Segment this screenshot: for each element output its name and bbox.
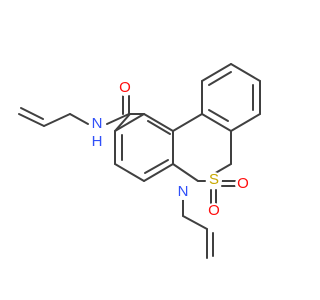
- bond-b5: [230, 113, 261, 132]
- bond-b2: [201, 63, 232, 82]
- bond-b3: [230, 63, 261, 82]
- bond-carbonyl-c-n: [106, 113, 130, 125]
- atom-label-layer: O N H N S O O: [89, 79, 251, 219]
- mask-o-carbonyl: [117, 80, 133, 96]
- bond-allyl2-c2: [182, 215, 208, 230]
- mask-o-s2: [206, 203, 222, 219]
- bond-c1: [172, 113, 203, 132]
- atom-n-ring: N: [178, 183, 189, 200]
- bond-a4: [114, 163, 145, 182]
- bond-allyl1-c2: [43, 113, 71, 127]
- mask-n-ring: [175, 184, 191, 200]
- atom-o-sulfonyl-2: O: [208, 202, 220, 219]
- bond-a1-inner: [147, 120, 171, 135]
- bond-allyl1-double-2: [20, 107, 44, 120]
- atom-h-amide: H: [92, 133, 103, 150]
- bond-a3-inner: [144, 159, 169, 174]
- bond-c3: [201, 113, 232, 132]
- bond-ring-carbon-link: [114, 113, 131, 132]
- bond-layer: [18, 63, 261, 259]
- bond-a3: [143, 163, 174, 182]
- bond-b6-inner: [208, 109, 229, 122]
- atom-n-amide: N: [92, 115, 103, 132]
- bond-a6: [114, 113, 145, 132]
- mask-nh: [89, 116, 105, 132]
- bond-b2-inner: [208, 71, 232, 86]
- molecule-canvas: O N H N S O O: [18, 63, 261, 259]
- bond-a1: [143, 113, 174, 132]
- atom-o-carbonyl: O: [119, 79, 131, 96]
- structure-diagram: O N H N S O O: [18, 63, 261, 259]
- atom-o-sulfonyl-1: O: [237, 175, 249, 192]
- bond-c2: [172, 163, 199, 182]
- mask-o-s1: [235, 176, 251, 192]
- atom-sulfur: S: [209, 171, 219, 188]
- bond-allyl1-double-1: [18, 113, 45, 127]
- mask-s: [206, 172, 222, 188]
- bond-nh-ch2: [69, 113, 89, 125]
